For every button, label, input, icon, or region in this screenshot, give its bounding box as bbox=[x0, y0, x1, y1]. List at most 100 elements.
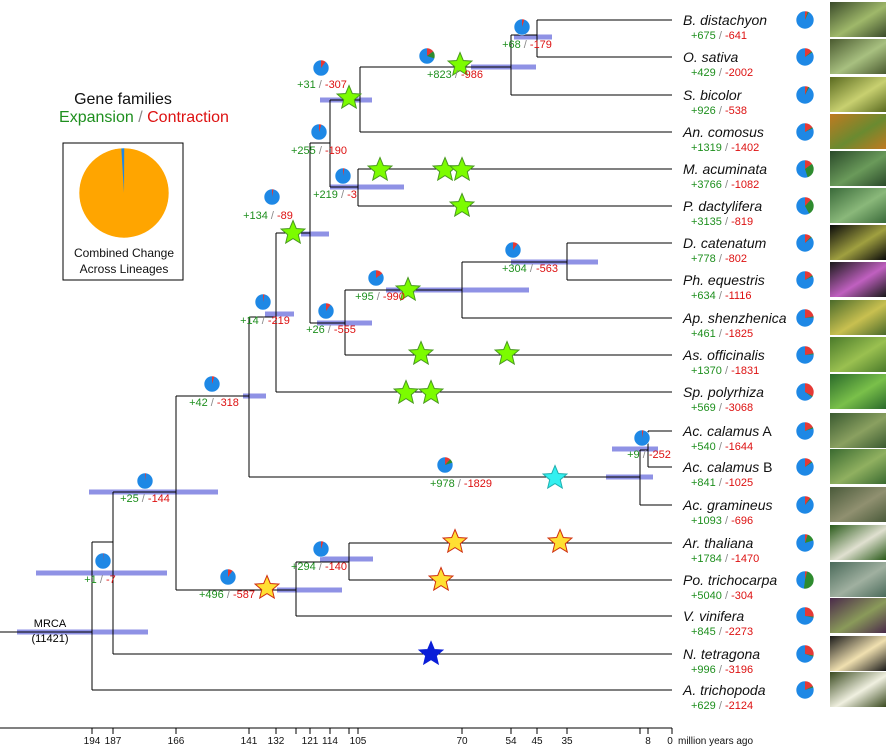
species-photo bbox=[830, 188, 886, 223]
species-contraction: -1402 bbox=[731, 142, 759, 154]
node-pie-n_core-slice bbox=[103, 553, 104, 561]
node-separator: / bbox=[640, 449, 649, 461]
species-separator: / bbox=[716, 700, 725, 712]
node-pie-n_eudi-rim bbox=[219, 568, 237, 586]
node-expansion: +9 bbox=[627, 449, 640, 461]
node-pie-n_core bbox=[94, 552, 112, 570]
species-pie-slice bbox=[805, 48, 812, 57]
species-pie-slice bbox=[805, 163, 814, 178]
node-pie-n_bos-slice bbox=[427, 51, 435, 59]
species-photo bbox=[830, 413, 886, 448]
species-change: +778 / -802 bbox=[691, 253, 747, 265]
legend-title: Gene families bbox=[74, 91, 172, 108]
node-expansion: +823 bbox=[427, 69, 452, 81]
node-separator: / bbox=[452, 69, 461, 81]
species-pie-slice bbox=[805, 645, 814, 656]
axis-tick-label: 35 bbox=[561, 736, 573, 747]
species-name: An. comosus bbox=[682, 124, 764, 140]
node-pie-n_dp bbox=[504, 241, 522, 259]
species-name-italic: Ar. thaliana bbox=[682, 535, 754, 551]
node-expansion: +14 bbox=[240, 315, 259, 327]
species-name-suffix: B bbox=[759, 459, 772, 475]
node-expansion: +496 bbox=[199, 589, 224, 601]
species-pie-rim bbox=[795, 606, 815, 626]
species-pie-slice bbox=[805, 497, 812, 505]
ci-bar bbox=[265, 311, 294, 317]
species-photo bbox=[830, 225, 886, 260]
ci-bar bbox=[277, 587, 342, 593]
species-contraction: -1025 bbox=[725, 477, 753, 489]
node-pie-n_poa-rim bbox=[312, 59, 330, 77]
species-name: S. bicolor bbox=[683, 87, 743, 103]
node-separator: / bbox=[316, 145, 325, 157]
node-contraction: -307 bbox=[325, 79, 347, 91]
axis-tick-label: 132 bbox=[268, 736, 285, 747]
species-contraction: -2273 bbox=[725, 626, 753, 638]
node-contraction: -7 bbox=[106, 574, 116, 586]
species-separator: / bbox=[716, 441, 725, 453]
star-yellow-icon bbox=[441, 528, 469, 554]
node-expansion: +134 bbox=[243, 210, 268, 222]
species-separator: / bbox=[716, 290, 725, 302]
species-name: A. trichopoda bbox=[682, 682, 766, 698]
species-separator: / bbox=[722, 179, 731, 191]
node-contraction: -3 bbox=[347, 189, 357, 201]
species-contraction: -1470 bbox=[731, 553, 759, 565]
species-name: V. vinifera bbox=[683, 608, 744, 624]
node-pie-n_bos-rim bbox=[418, 47, 436, 65]
species-pie bbox=[795, 47, 815, 67]
duplication-stars bbox=[253, 51, 574, 666]
node-contraction: -144 bbox=[148, 493, 170, 505]
species-name: Sp. polyrhiza bbox=[683, 384, 764, 400]
species-expansion: +1370 bbox=[691, 365, 722, 377]
species-pie bbox=[795, 495, 815, 515]
node-expansion: +219 bbox=[313, 189, 338, 201]
node-contraction: -89 bbox=[277, 210, 293, 222]
node-contraction: -140 bbox=[325, 561, 347, 573]
axis-tick-label: 141 bbox=[241, 736, 258, 747]
species-contraction: -641 bbox=[725, 30, 747, 42]
species-pie-slice bbox=[805, 681, 814, 690]
node-separator: / bbox=[97, 574, 106, 586]
species-expansion: +1319 bbox=[691, 142, 722, 154]
node-separator: / bbox=[316, 561, 325, 573]
node-pie-n_mono-slice bbox=[263, 294, 265, 302]
node-contraction: -179 bbox=[530, 39, 552, 51]
species-pie-rim bbox=[795, 421, 815, 441]
species-pie-slice bbox=[805, 392, 813, 398]
species-expansion: +1093 bbox=[691, 515, 722, 527]
node-pie-n_orch-rim bbox=[367, 269, 385, 287]
star-green-icon bbox=[366, 156, 394, 182]
species-photo bbox=[830, 39, 886, 74]
species-pie bbox=[795, 270, 815, 290]
axis-tick-label: 121 bbox=[302, 736, 319, 747]
star-green-icon bbox=[417, 379, 445, 405]
species-pie-rim bbox=[795, 10, 815, 30]
node-pie-n_acab bbox=[633, 429, 651, 447]
node-contraction: -587 bbox=[233, 589, 255, 601]
species-change: +926 / -538 bbox=[691, 105, 747, 117]
species-contraction: -3068 bbox=[725, 402, 753, 414]
node-change-n_acab: +9 / -252 bbox=[627, 449, 671, 461]
legend-pie-rim bbox=[78, 147, 170, 239]
species-name: Ac. gramineus bbox=[682, 497, 772, 513]
species-pie-slice bbox=[805, 11, 809, 20]
species-pie bbox=[795, 196, 815, 216]
node-pie-n_bo bbox=[513, 18, 531, 36]
species-change: +3135 / -819 bbox=[691, 216, 753, 228]
species-photo bbox=[830, 636, 886, 671]
species-separator: / bbox=[716, 253, 725, 265]
node-contraction: -990 bbox=[383, 291, 405, 303]
species-change: +634 / -1116 bbox=[691, 290, 751, 302]
species-change: +1784 / -1470 bbox=[691, 553, 759, 565]
species-expansion: +1784 bbox=[691, 553, 722, 565]
node-pie-n_mesa-slice bbox=[145, 473, 147, 481]
species-pie-rim bbox=[795, 85, 815, 105]
species-change: +5040 / -304 bbox=[691, 590, 753, 602]
species-pie bbox=[795, 421, 815, 441]
species-expansion: +629 bbox=[691, 700, 716, 712]
node-pie-n_mesa-rim bbox=[136, 472, 154, 490]
node-pie-n_asp-slice bbox=[326, 303, 331, 311]
species-pie-slice bbox=[805, 11, 808, 20]
